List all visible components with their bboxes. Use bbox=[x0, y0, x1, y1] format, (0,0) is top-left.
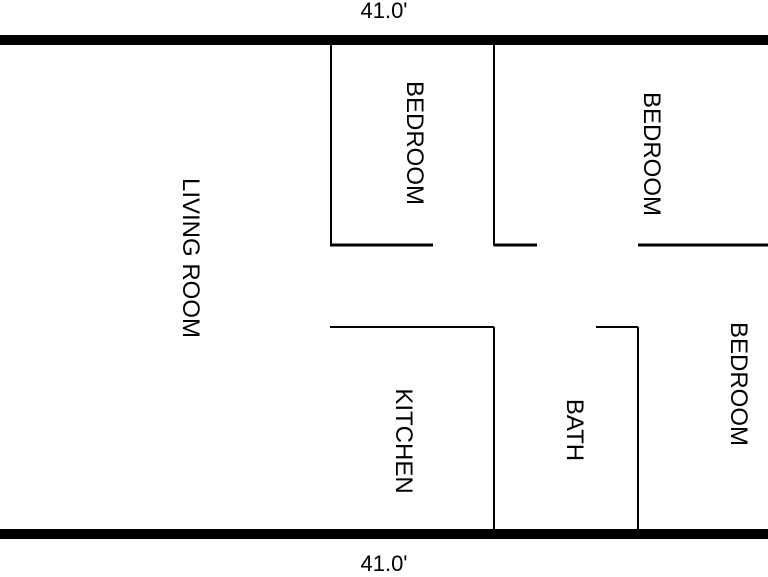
exterior-wall-bottom bbox=[0, 529, 768, 539]
room-label-kitchen: KITCHEN bbox=[390, 388, 417, 494]
room-label-bedroom-3: BEDROOM bbox=[725, 321, 752, 447]
dimension-top: 41.0' bbox=[360, 0, 408, 23]
exterior-wall-top bbox=[0, 35, 768, 45]
room-label-bedroom-2: BEDROOM bbox=[638, 91, 665, 217]
room-label-bedroom-1: BEDROOM bbox=[401, 80, 428, 206]
room-label-bath: BATH bbox=[561, 398, 588, 462]
dimension-bottom: 41.0' bbox=[360, 551, 408, 576]
room-label-living-room: LIVING ROOM bbox=[177, 177, 204, 339]
